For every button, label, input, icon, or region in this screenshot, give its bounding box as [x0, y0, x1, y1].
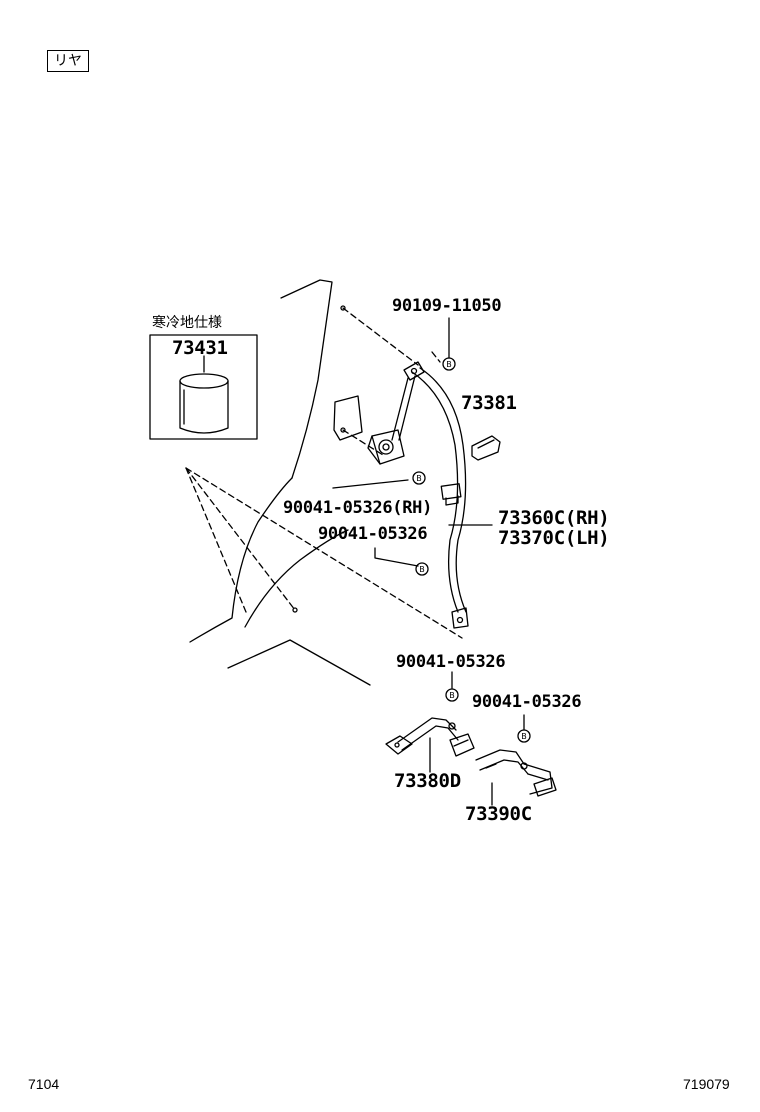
lower-anchor	[451, 607, 469, 629]
bolt-marker-buckle-left-letter: B	[449, 691, 455, 700]
buckle-assembly-left	[385, 717, 475, 757]
bolt-marker-retractor-letter: B	[416, 474, 422, 483]
footer-left-code: 7104	[28, 1076, 60, 1092]
body-panel-outline	[189, 279, 371, 686]
part-label-90041-05326-rh[interactable]: 90041-05326(RH)	[283, 498, 433, 518]
reference-lines	[185, 307, 463, 639]
part-label-90109-11050[interactable]: 90109-11050	[392, 296, 502, 316]
part-label-90041-05326-buckle-right[interactable]: 90041-05326	[472, 692, 582, 712]
bolt-marker-top[interactable]	[442, 357, 456, 371]
bolt-marker-buckle-left[interactable]	[445, 688, 459, 702]
retractor	[367, 429, 405, 465]
bolt-marker-top-letter: B	[446, 360, 452, 369]
bolt-marker-buckle-right[interactable]	[517, 729, 531, 743]
section-tag: リヤ	[47, 50, 89, 72]
part-label-73381[interactable]: 73381	[461, 392, 517, 414]
part-label-90041-05326-mid[interactable]: 90041-05326	[318, 524, 428, 544]
part-label-73380d[interactable]: 73380D	[394, 770, 461, 792]
part-label-90041-05326-buckle-left[interactable]: 90041-05326	[396, 652, 506, 672]
buckle-assembly-right	[475, 749, 557, 797]
belt-guide	[440, 483, 462, 506]
bolt-markers	[412, 357, 531, 743]
part-label-73370c-lh[interactable]: 73370C(LH)	[498, 527, 610, 549]
footer-right-code: 719079	[683, 1076, 730, 1092]
pad-cylinder	[179, 355, 229, 434]
leader-lines	[332, 317, 525, 806]
bolt-marker-mid-letter: B	[419, 565, 425, 574]
seatbelt-webbing	[391, 367, 467, 613]
part-label-73431[interactable]: 73431	[172, 337, 228, 359]
cover-plate	[333, 395, 363, 441]
option-note: 寒冷地仕様	[152, 315, 222, 331]
bolt-marker-retractor[interactable]	[412, 471, 426, 485]
anchor-cover-73381	[471, 435, 501, 461]
part-label-73360c-rh[interactable]: 73360C(RH)	[498, 507, 610, 529]
shoulder-anchor	[403, 361, 425, 381]
part-label-73390c[interactable]: 73390C	[465, 803, 532, 825]
screw-dots	[292, 305, 346, 613]
option-box-frame	[149, 334, 258, 440]
bolt-marker-buckle-right-letter: B	[521, 732, 527, 741]
bolt-marker-mid[interactable]	[415, 562, 429, 576]
